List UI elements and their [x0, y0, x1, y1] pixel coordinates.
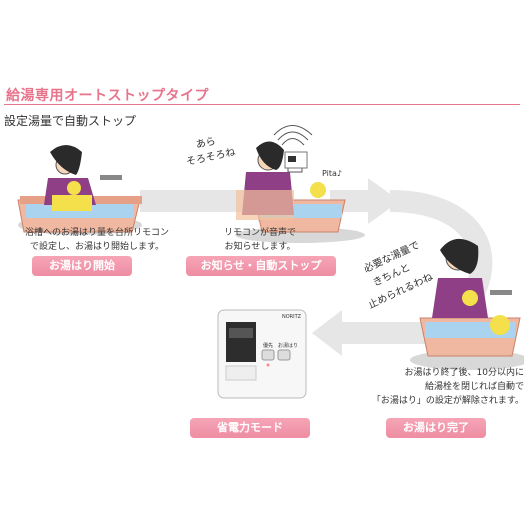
page-subtitle: 設定湯量で自動ストップ [4, 114, 137, 128]
step2-caption: リモコンが音声で お知らせします。 [223, 228, 296, 252]
step-label-complete: お湯はり完了 [386, 418, 486, 438]
sound-wave-icon [273, 125, 313, 146]
woman-bath-illustration-1 [17, 145, 142, 235]
title-divider [4, 104, 520, 105]
step-label-notify: お知らせ・自動ストップ [186, 256, 336, 276]
step-label-start: お湯はり開始 [32, 256, 132, 276]
page-title: 給湯専用オートストップタイプ [6, 88, 209, 104]
woman-bath-illustration-3 [410, 238, 524, 370]
speech-pita: Pita♪ [322, 169, 343, 178]
step1-caption: 浴槽へのお湯はり量を台所リモコン で設定し、お湯はり開始します。 [24, 228, 169, 252]
remote-small-illustration [284, 151, 308, 169]
remote-button-label-1: 優先 [263, 343, 274, 349]
remote-button-label-2: お湯はり [278, 343, 299, 349]
remote-controller-illustration [217, 309, 307, 399]
remote-brand-label: NORITZ [282, 314, 302, 320]
step-label-power-save: 省電力モード [190, 418, 310, 438]
step3-caption: お湯はり終了後、10分以内に 給湯栓を閉じれば自動で 「お湯はり」の設定が解除さ… [371, 368, 524, 406]
arrow-left-icon [312, 310, 430, 356]
woman-bath-illustration-2 [235, 141, 365, 243]
